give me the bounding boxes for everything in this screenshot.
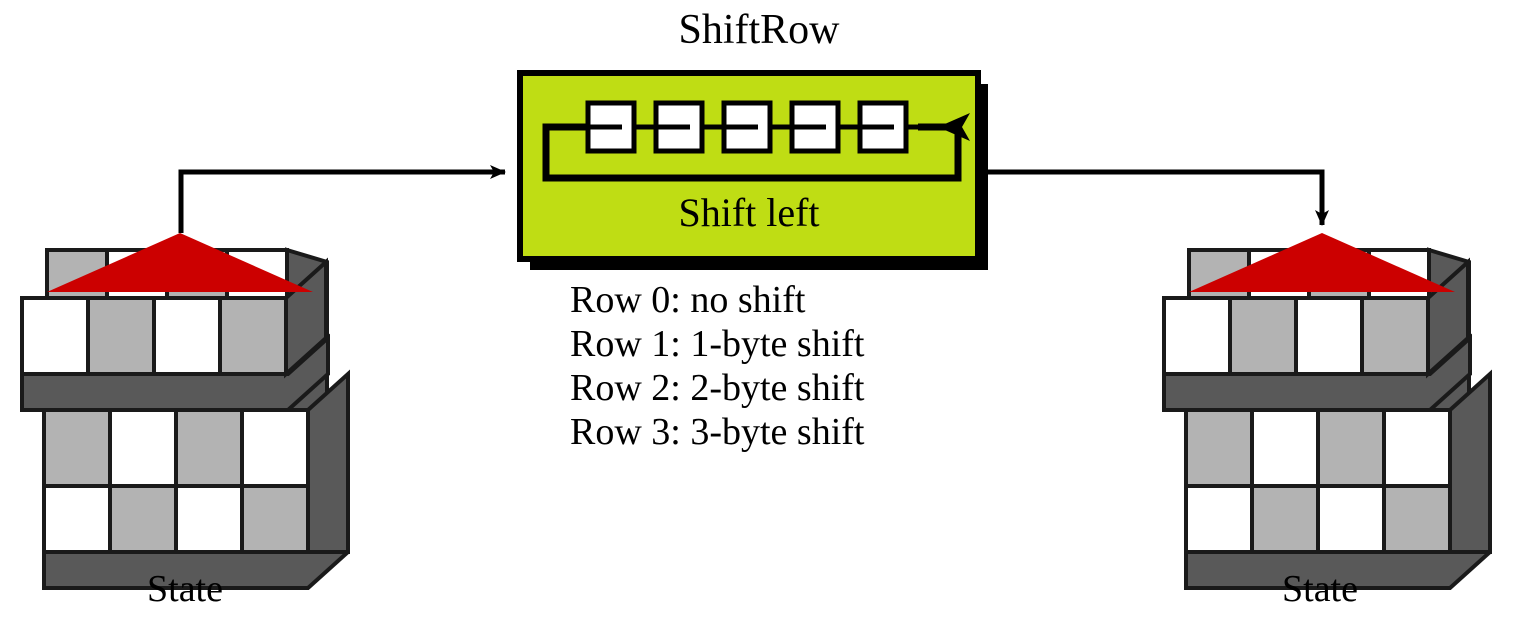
connector-output bbox=[985, 169, 1329, 226]
state-left-front-row-2 bbox=[42, 484, 310, 554]
page-title: ShiftRow bbox=[678, 7, 840, 53]
state-cube-left bbox=[20, 233, 350, 590]
state-right-front-row-2 bbox=[1184, 484, 1452, 554]
state-right-lower-side bbox=[1448, 369, 1492, 554]
state-left-front-row-0 bbox=[20, 296, 288, 376]
state-cube-right bbox=[1162, 233, 1492, 590]
shift-rule-row-2: Row 2: 2-byte shift bbox=[570, 367, 865, 409]
shift-rule-row-3: Row 3: 3-byte shift bbox=[570, 411, 865, 453]
shift-register-cells bbox=[585, 100, 909, 154]
shift-rule-row-0: Row 0: no shift bbox=[570, 279, 806, 321]
shift-arrow-5 bbox=[938, 113, 970, 141]
state-right-front-row-1 bbox=[1184, 408, 1452, 488]
state-left-red-arrow bbox=[47, 233, 313, 292]
state-left-front-row-1 bbox=[42, 408, 310, 488]
state-left-label: State bbox=[147, 568, 223, 610]
state-right-red-arrow bbox=[1189, 233, 1455, 292]
shiftrow-box bbox=[517, 70, 988, 270]
state-right-front-row-0 bbox=[1162, 296, 1430, 376]
connector-input bbox=[178, 165, 506, 233]
state-left-lower-side bbox=[306, 369, 350, 554]
state-right-label: State bbox=[1282, 568, 1358, 610]
shift-cell-4 bbox=[857, 100, 909, 154]
shift-left-label: Shift left bbox=[678, 190, 820, 235]
shift-rule-row-1: Row 1: 1-byte shift bbox=[570, 323, 865, 365]
